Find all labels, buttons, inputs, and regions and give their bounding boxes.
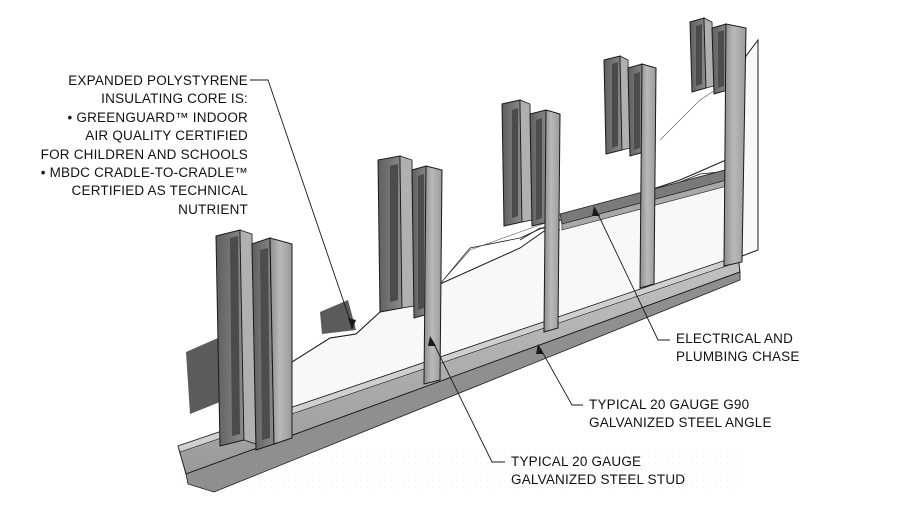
steel-stud-1 bbox=[215, 229, 293, 451]
callout-line: CERTIFIED AS TECHNICAL bbox=[71, 183, 248, 199]
steel-studs bbox=[215, 17, 747, 451]
callout-line: • MBDC CRADLE-TO-CRADLE™ bbox=[40, 165, 248, 181]
callout-line: • GREENGUARD™ INDOOR bbox=[67, 109, 248, 125]
leader-lines bbox=[250, 79, 670, 463]
angle-callout: TYPICAL 20 GAUGE G90 GALVANIZED STEEL AN… bbox=[589, 396, 772, 433]
steel-stud-3 bbox=[501, 99, 561, 333]
chase-callout: ELECTRICAL AND PLUMBING CHASE bbox=[676, 330, 800, 367]
callout-line: GALVANIZED STEEL ANGLE bbox=[589, 415, 772, 431]
leader-angle bbox=[539, 347, 583, 406]
callout-line: EXPANDED POLYSTYRENE bbox=[68, 73, 248, 88]
eps-insulating-panel bbox=[291, 38, 759, 441]
callout-line: INSULATING CORE IS: bbox=[101, 91, 248, 107]
callout-line: NUTRIENT bbox=[178, 201, 248, 217]
galvanized-steel-angle bbox=[177, 255, 741, 493]
steel-stud-5 bbox=[689, 17, 747, 267]
ground-shadows bbox=[186, 300, 356, 414]
callout-line: FOR CHILDREN AND SCHOOLS bbox=[40, 146, 248, 162]
callout-line: ELECTRICAL AND bbox=[676, 331, 794, 346]
callout-line: PLUMBING CHASE bbox=[676, 349, 800, 365]
callout-line: AIR QUALITY CERTIFIED bbox=[85, 128, 248, 144]
leader-stud bbox=[431, 339, 505, 463]
callout-line: TYPICAL 20 GAUGE G90 bbox=[589, 397, 750, 412]
stud-callout: TYPICAL 20 GAUGE GALVANIZED STEEL STUD bbox=[511, 453, 685, 490]
callout-line: TYPICAL 20 GAUGE bbox=[511, 454, 642, 469]
leader-chase bbox=[595, 209, 670, 341]
leader-core bbox=[250, 79, 353, 327]
steel-stud-4 bbox=[603, 55, 657, 289]
steel-stud-2 bbox=[377, 155, 443, 385]
eps-core-callout: EXPANDED POLYSTYRENE INSULATING CORE IS:… bbox=[30, 72, 248, 219]
callout-line: GALVANIZED STEEL STUD bbox=[511, 472, 686, 488]
